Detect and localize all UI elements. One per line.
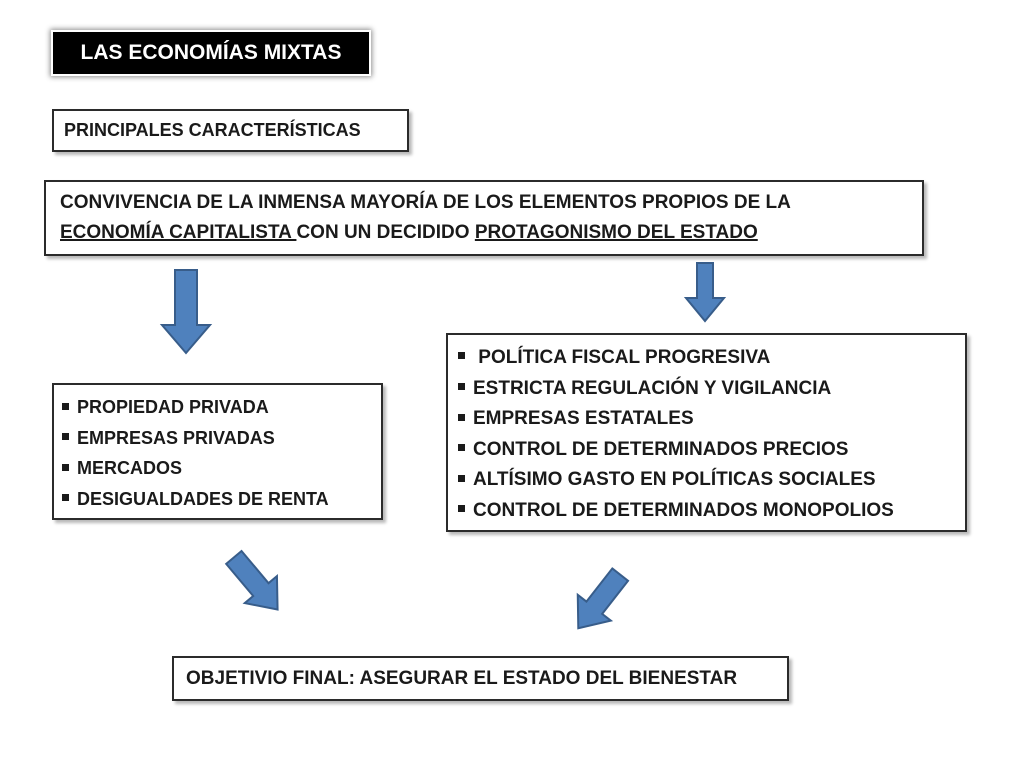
list-item: ESTRICTA REGULACIÓN Y VIGILANCIA: [458, 374, 965, 405]
square-bullet-icon: [458, 352, 465, 360]
state-role-box: POLÍTICA FISCAL PROGRESIVA ESTRICTA REGU…: [446, 333, 967, 532]
list-item-text: EMPRESAS PRIVADAS: [77, 427, 275, 448]
square-bullet-icon: [458, 474, 465, 482]
list-item-text: PROPIEDAD PRIVADA: [77, 397, 269, 417]
list-item: EMPRESAS PRIVADAS: [62, 423, 381, 454]
capitalist-elements-list: PROPIEDAD PRIVADA EMPRESAS PRIVADAS MERC…: [62, 392, 381, 514]
square-bullet-icon: [458, 413, 465, 421]
arrow-down-left-icon: [159, 269, 213, 355]
square-bullet-icon: [62, 494, 69, 502]
square-bullet-icon: [458, 505, 465, 513]
square-bullet-icon: [62, 433, 69, 441]
diagram-title: LAS ECONOMÍAS MIXTAS: [53, 32, 369, 74]
state-role-list: POLÍTICA FISCAL PROGRESIVA ESTRICTA REGU…: [458, 343, 965, 527]
list-item: DESIGUALDADES DE RENTA: [62, 484, 381, 515]
subtitle-text: PRINCIPALES CARACTERÍSTICAS: [64, 120, 361, 140]
main-line-1: CONVIVENCIA DE LA INMENSA MAYORÍA DE LOS…: [60, 192, 791, 213]
square-bullet-icon: [62, 402, 69, 410]
list-item: CONTROL DE DETERMINADOS PRECIOS: [458, 435, 965, 466]
main-definition-box: CONVIVENCIA DE LA INMENSA MAYORÍA DE LOS…: [44, 180, 924, 256]
list-item-text: CONTROL DE DETERMINADOS MONOPOLIOS: [473, 499, 894, 521]
list-item-text: ESTRICTA REGULACIÓN Y VIGILANCIA: [473, 377, 832, 399]
underlined-state-role: PROTAGONISMO DEL ESTADO: [474, 222, 758, 243]
list-item-text: POLÍTICA FISCAL PROGRESIVA: [473, 347, 771, 368]
underlined-capitalist-economy: ECONOMÍA CAPITALISTA: [60, 222, 297, 243]
list-item-text: DESIGUALDADES DE RENTA: [77, 488, 329, 509]
list-item: MERCADOS: [62, 453, 381, 484]
arrow-diagonal-right-icon: [224, 549, 279, 611]
capitalist-elements-box: PROPIEDAD PRIVADA EMPRESAS PRIVADAS MERC…: [52, 383, 383, 520]
list-item: PROPIEDAD PRIVADA: [62, 392, 381, 423]
square-bullet-icon: [62, 463, 69, 471]
subtitle-box: PRINCIPALES CARACTERÍSTICAS: [52, 109, 409, 152]
main-connector-text: CON UN DECIDIDO: [296, 222, 475, 243]
list-item: POLÍTICA FISCAL PROGRESIVA: [458, 343, 965, 374]
list-item-text: EMPRESAS ESTATALES: [473, 408, 694, 430]
arrow-down-right-icon: [683, 262, 727, 323]
final-objective-box: OBJETIVIO FINAL: ASEGURAR EL ESTADO DEL …: [172, 656, 789, 701]
square-bullet-icon: [458, 444, 465, 452]
list-item-text: CONTROL DE DETERMINADOS PRECIOS: [473, 438, 849, 460]
square-bullet-icon: [458, 383, 465, 391]
list-item: CONTROL DE DETERMINADOS MONOPOLIOS: [458, 496, 965, 527]
list-item-text: MERCADOS: [77, 458, 183, 478]
list-item: ALTÍSIMO GASTO EN POLÍTICAS SOCIALES: [458, 465, 965, 496]
arrow-diagonal-left-icon: [576, 567, 630, 630]
final-objective-text: OBJETIVIO FINAL: ASEGURAR EL ESTADO DEL …: [186, 667, 738, 689]
list-item-text: ALTÍSIMO GASTO EN POLÍTICAS SOCIALES: [473, 469, 876, 491]
main-line-2: ECONOMÍA CAPITALISTA CON UN DECIDIDO PRO…: [60, 218, 922, 248]
list-item: EMPRESAS ESTATALES: [458, 404, 965, 435]
